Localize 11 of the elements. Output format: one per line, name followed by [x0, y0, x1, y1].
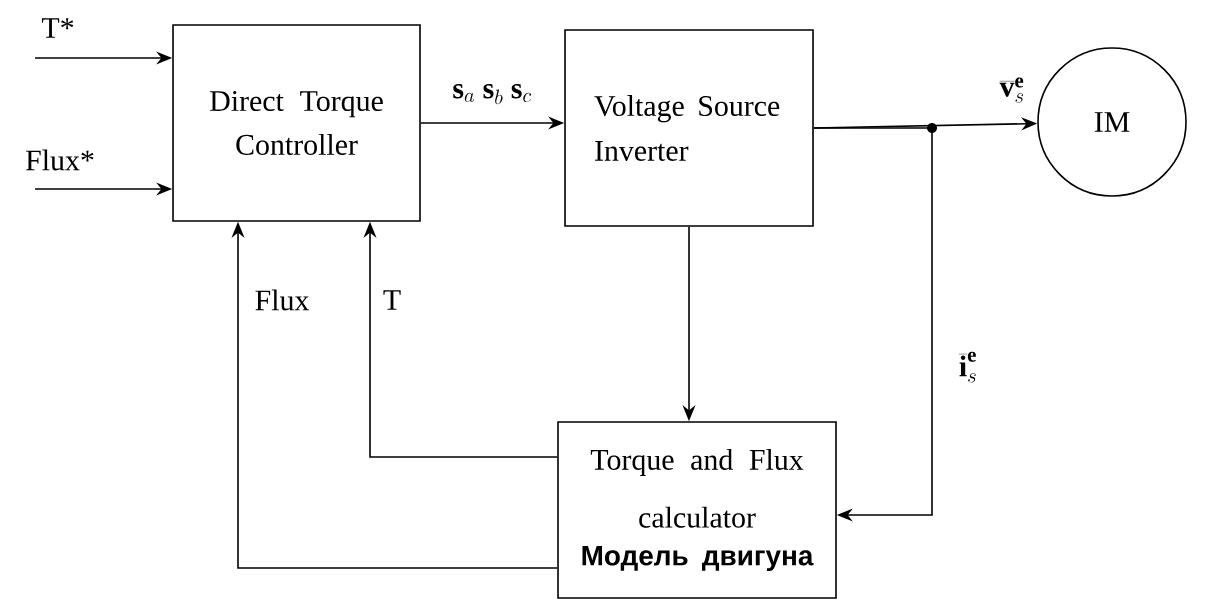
edge-label: T*: [41, 18, 74, 38]
process-box: Torque and Flux calculator Модель двигуна: [557, 421, 837, 599]
process-box: Voltage Source Inverter: [564, 29, 814, 227]
edge-label: $\overline{\mathbf{v}}_{s}^{\mathbf{e}}$: [999, 77, 1024, 103]
process-box: Direct Torque Controller: [172, 24, 421, 222]
edge-label: Flux*: [26, 149, 94, 171]
edge-label: $\mathbf{s}_{a}\ \mathbf{s}_{b}\ \mathbf{s}_{c}$: [453, 84, 532, 105]
edge-label: Flux: [255, 289, 310, 311]
arrow: [813, 127, 933, 522]
edge-label: $\overline{\mathbf{i}}_{s}^{\mathbf{e}}$: [958, 351, 976, 383]
edge-label: T: [383, 290, 401, 310]
